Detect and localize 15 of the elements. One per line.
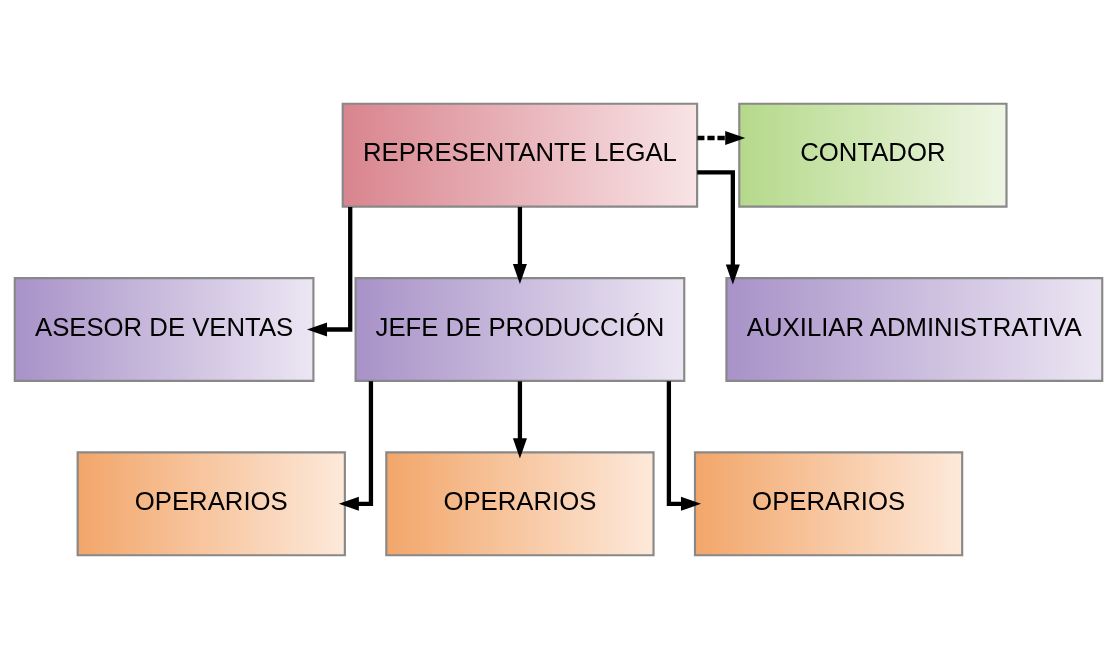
arrow <box>338 380 374 511</box>
node-box: CONTADOR <box>738 102 1008 208</box>
arrow <box>697 169 740 285</box>
node-box: JEFE DE PRODUCCIÓN <box>354 276 686 382</box>
arrow <box>697 130 746 145</box>
node-box: REPRESENTANTE LEGAL <box>341 102 699 208</box>
node-box: OPERARIOS <box>385 450 655 556</box>
arrow <box>512 206 527 284</box>
arrow <box>306 206 353 337</box>
node-box: AUXILIAR ADMINISTRATIVA <box>725 276 1104 382</box>
node-box: OPERARIOS <box>693 450 964 556</box>
node-box: ASESOR DE VENTAS <box>13 276 315 382</box>
arrow <box>512 380 527 458</box>
arrow <box>666 380 702 511</box>
node-box: OPERARIOS <box>76 450 346 556</box>
